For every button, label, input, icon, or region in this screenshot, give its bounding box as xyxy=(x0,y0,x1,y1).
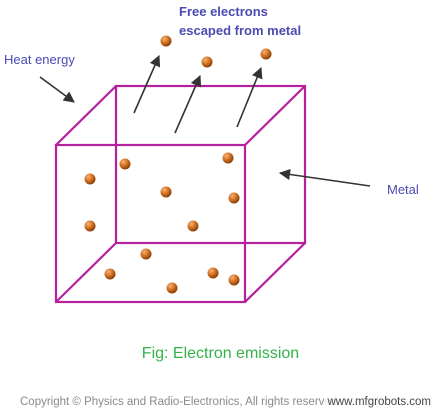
electron xyxy=(207,267,219,279)
free-electrons-label-line1: Free electrons xyxy=(179,4,268,19)
free-electrons-label-line2: escaped from metal xyxy=(179,23,301,38)
electron xyxy=(160,186,172,198)
cube-edge-top-right xyxy=(244,85,306,146)
escaped-electrons xyxy=(160,35,272,68)
metal-arrow xyxy=(278,168,371,187)
cube-edge-bottom-left xyxy=(55,242,117,303)
heat-energy-label: Heat energy xyxy=(4,52,75,67)
electron xyxy=(222,152,234,164)
electron xyxy=(228,192,240,204)
electron xyxy=(187,220,199,232)
metal-cube xyxy=(54,84,307,304)
figure-caption: Fig: Electron emission xyxy=(141,345,300,362)
emission-arrow xyxy=(236,66,263,128)
electron xyxy=(119,158,131,170)
electron xyxy=(104,268,116,280)
emission-arrow xyxy=(174,74,202,134)
copyright-notice: Copyright © Physics and Radio-Electronic… xyxy=(20,396,338,408)
cube-edge-top-left xyxy=(55,85,117,146)
electron xyxy=(228,274,240,286)
cube-back-face xyxy=(114,84,307,245)
emission-arrow xyxy=(133,54,161,114)
metal-label: Metal xyxy=(387,182,419,197)
emission-arrows xyxy=(39,54,371,187)
electron xyxy=(84,220,96,232)
free-electron xyxy=(201,56,213,68)
electron xyxy=(140,248,152,260)
electron xyxy=(166,282,178,294)
free-electron xyxy=(260,48,272,60)
cube-edge-bottom-right xyxy=(244,242,306,303)
watermark: www.mfgrobots.com xyxy=(325,396,433,408)
electron xyxy=(84,173,96,185)
cube-front-face xyxy=(54,143,247,304)
electrons-in-metal xyxy=(84,152,240,294)
heat-arrow xyxy=(39,76,75,103)
free-electron xyxy=(160,35,172,47)
